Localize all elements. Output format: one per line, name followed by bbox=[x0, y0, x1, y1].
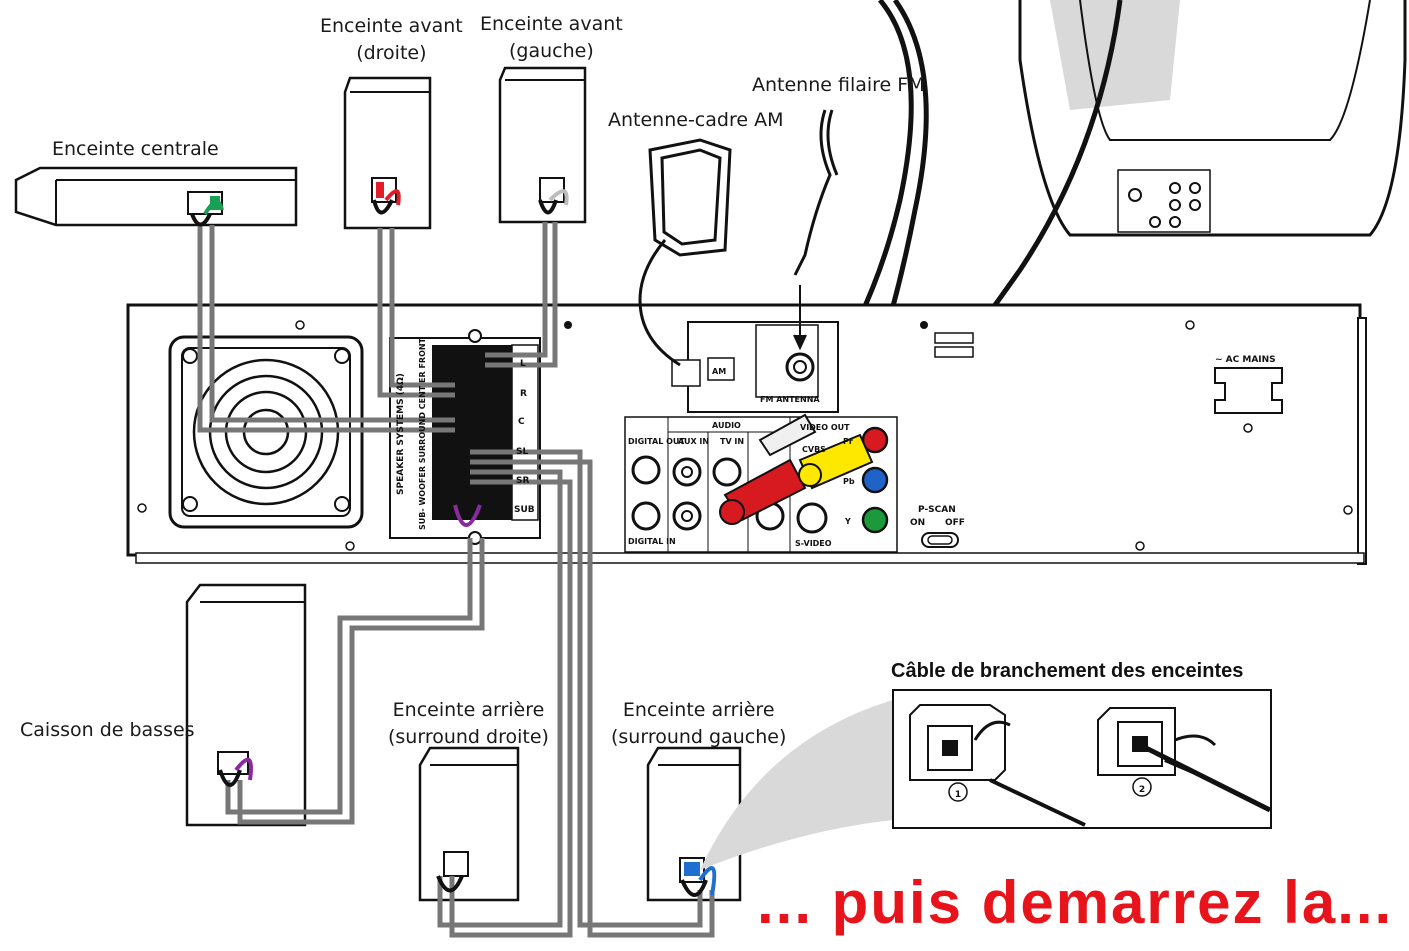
fm-antenna-label: FM ANTENNA bbox=[760, 395, 820, 404]
y-label: Y bbox=[844, 517, 851, 526]
am-loop-antenna bbox=[638, 138, 732, 367]
digital-out-label: DIGITAL OUT bbox=[628, 437, 685, 446]
rear-right-label-line1: Enceinte arrière bbox=[392, 699, 545, 721]
video-out-label: VIDEO OUT bbox=[800, 423, 850, 432]
speaker-systems-label: SPEAKER SYSTEMS (4Ω) bbox=[396, 373, 406, 495]
front-right-label-line1: Enceinte avant bbox=[320, 15, 463, 37]
center-speaker-label: Enceinte centrale bbox=[52, 138, 219, 160]
terminal-sub-label: SUB bbox=[514, 505, 535, 515]
tv-in-label: TV IN bbox=[720, 437, 744, 446]
terminal-r-label: R bbox=[520, 389, 527, 399]
audio-label: AUDIO bbox=[712, 421, 741, 430]
cable-callout-title: Câble de branchement des enceintes bbox=[891, 660, 1244, 682]
front-left-label-line1: Enceinte avant bbox=[480, 13, 623, 35]
front-right-label: Enceinte avant (droite) bbox=[320, 13, 463, 67]
receiver-back-panel bbox=[126, 303, 1367, 565]
pb-label: Pb bbox=[843, 477, 855, 486]
tagline-text: ... puis demarrez la... bbox=[757, 869, 1394, 936]
p-scan-on-label: ON bbox=[910, 518, 925, 528]
rear-right-label-line2: (surround droite) bbox=[388, 726, 549, 748]
p-scan-off-label: OFF bbox=[945, 518, 965, 528]
rca-plugs bbox=[719, 413, 874, 525]
am-antenna-title: Antenne-cadre AM bbox=[608, 109, 784, 131]
channels-header-label: SUB- WOOFER SURROUND CENT ER FRONT bbox=[418, 337, 427, 530]
ac-mains-label: ~ AC MAINS bbox=[1215, 355, 1276, 365]
rear-left-label-line1: Enceinte arrière bbox=[622, 699, 775, 721]
step-1-number: 1 bbox=[955, 790, 961, 800]
television bbox=[1018, 0, 1407, 237]
aux-in-label: AUX IN bbox=[678, 437, 709, 446]
front-left-speaker-drawing bbox=[498, 66, 587, 224]
front-left-label: Enceinte avant (gauche) bbox=[480, 11, 623, 65]
center-speaker-drawing bbox=[14, 166, 298, 227]
s-video-label: S-VIDEO bbox=[795, 539, 832, 548]
digital-in-label: DIGITAL IN bbox=[628, 537, 676, 546]
fm-wire-antenna bbox=[793, 109, 839, 351]
cvbs-label: CVBS bbox=[802, 445, 826, 454]
am-terminal-label: AM bbox=[712, 367, 726, 376]
p-scan-label: P-SCAN bbox=[918, 505, 956, 515]
fm-antenna-title: Antenne filaire FM bbox=[752, 74, 925, 96]
pr-label: Pr bbox=[843, 437, 853, 446]
front-right-speaker-drawing bbox=[343, 76, 432, 230]
front-right-label-line2: (droite) bbox=[356, 42, 427, 64]
step-2-number: 2 bbox=[1139, 785, 1145, 795]
terminal-c-label: C bbox=[518, 417, 525, 427]
cable-callout-wedge bbox=[700, 700, 893, 870]
speaker-wires bbox=[197, 222, 715, 938]
rear-left-label: Enceinte arrière (surround gauche) bbox=[611, 697, 786, 751]
panel-labels: SPEAKER SYSTEMS (4Ω) SUB- WOOFER SURROUN… bbox=[396, 337, 1276, 548]
terminal-sr-label: SR bbox=[516, 476, 529, 486]
wire-loops bbox=[190, 189, 717, 897]
subwoofer-drawing bbox=[185, 583, 307, 827]
terminal-l-label: L bbox=[520, 359, 526, 369]
subwoofer-label: Caisson de basses bbox=[20, 719, 195, 741]
rear-right-speaker-drawing bbox=[418, 746, 520, 902]
rear-left-label-line2: (surround gauche) bbox=[611, 726, 787, 748]
rear-right-label: Enceinte arrière (surround droite) bbox=[388, 697, 549, 751]
cable-callout-box: 1 2 bbox=[892, 689, 1272, 829]
terminal-sl-label: SL bbox=[516, 447, 528, 457]
front-left-label-line2: (gauche) bbox=[508, 40, 594, 62]
